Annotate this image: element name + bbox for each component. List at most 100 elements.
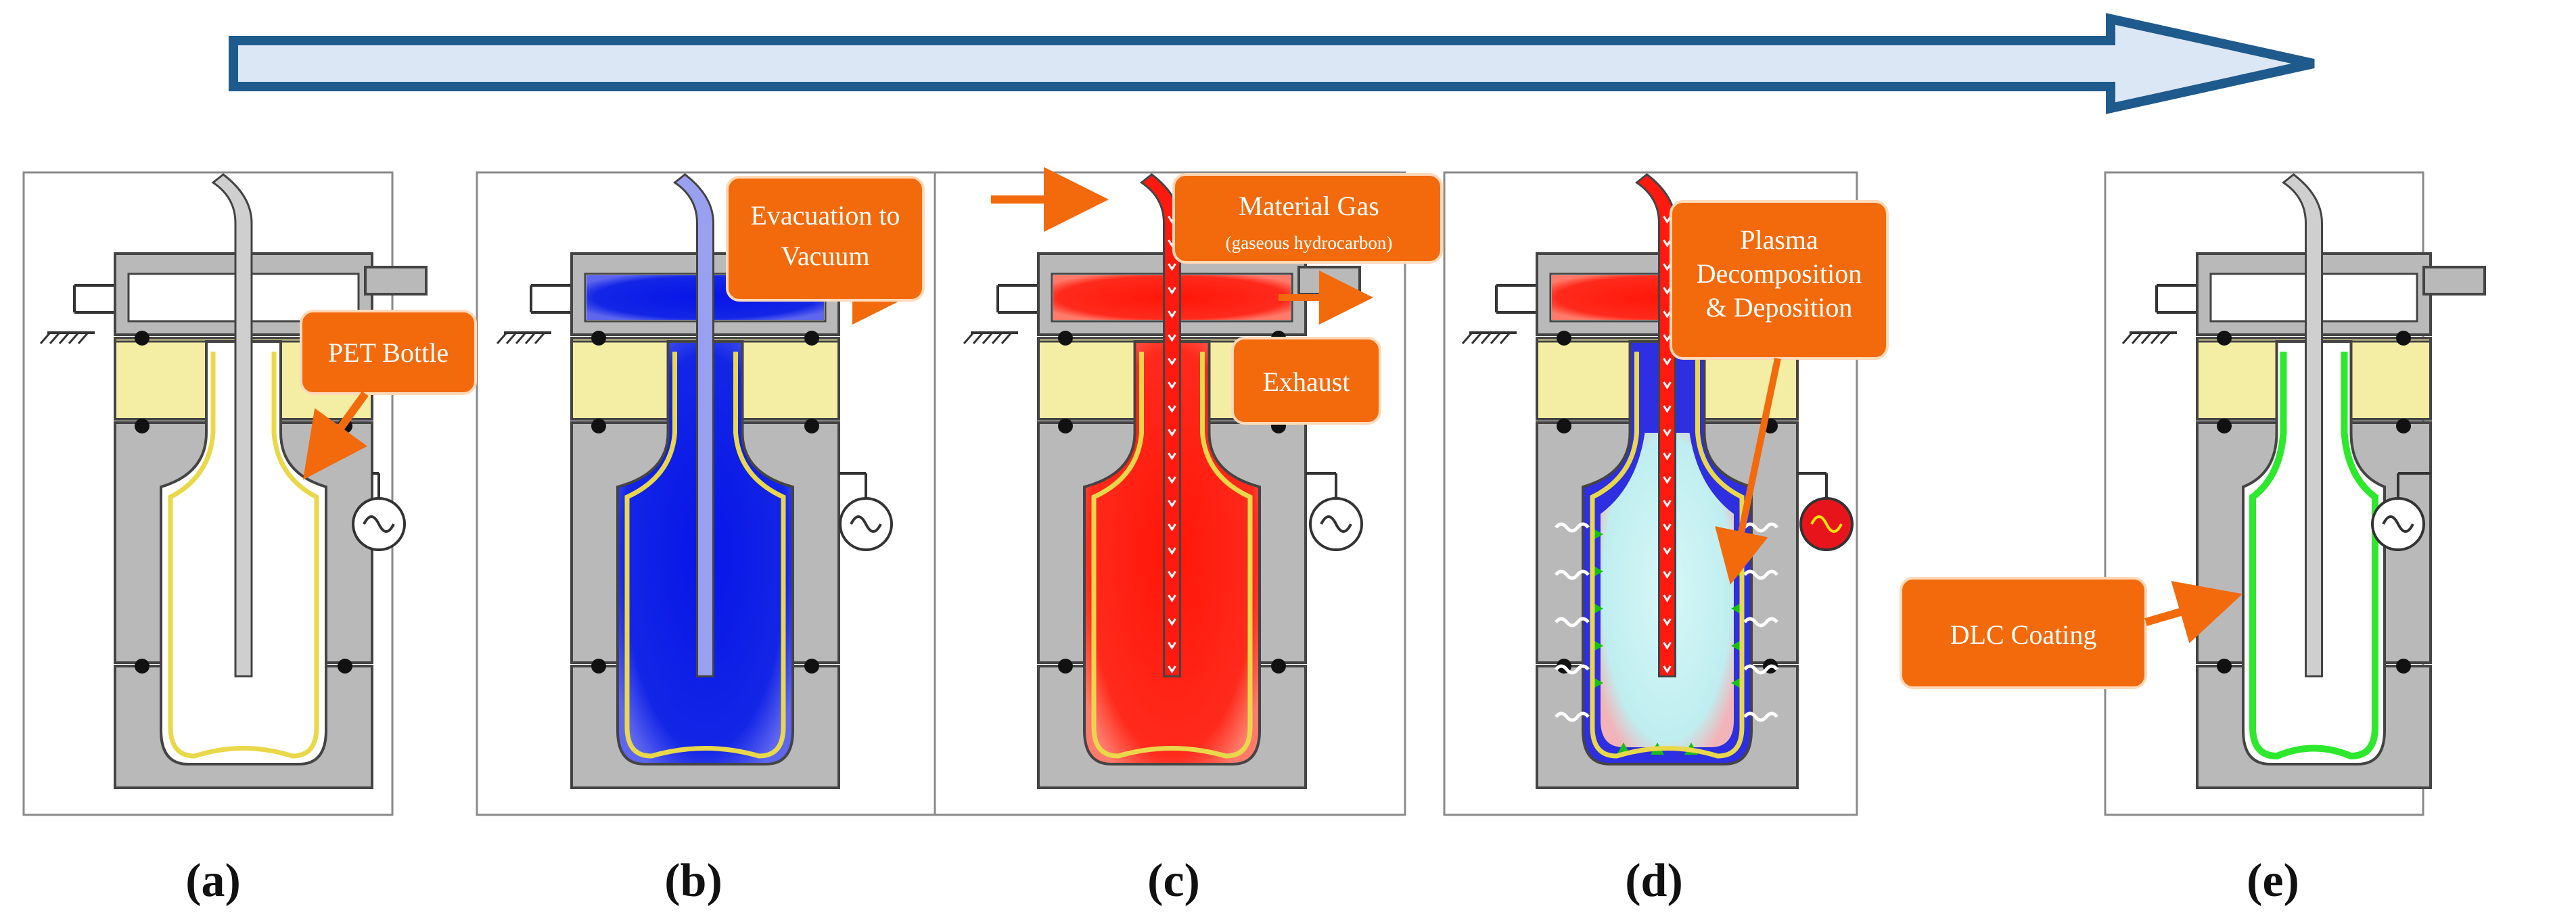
ac-wave-icon bbox=[363, 515, 395, 533]
radical-mark bbox=[1555, 711, 1590, 722]
bolt bbox=[338, 659, 352, 674]
exhaust-pipe bbox=[364, 266, 428, 296]
callout-evacuation: Evacuation to Vacuum bbox=[726, 176, 925, 302]
panel-label-b: (b) bbox=[664, 855, 722, 907]
callout-pet-bottle: PET Bottle bbox=[300, 310, 477, 480]
svg-text:Material Gas: Material Gas bbox=[1239, 191, 1379, 221]
ac-wave-icon bbox=[850, 515, 882, 533]
gas-flow-mark bbox=[1168, 594, 1176, 603]
gas-flow-mark bbox=[1168, 334, 1176, 342]
gas-flow-mark bbox=[1663, 334, 1672, 342]
gas-flow-mark bbox=[1168, 665, 1176, 674]
bolt bbox=[804, 419, 819, 433]
bolt bbox=[135, 419, 150, 433]
gas-flow-mark bbox=[1663, 216, 1672, 224]
bolt bbox=[1271, 659, 1286, 674]
gas-inlet-tube bbox=[2281, 173, 2323, 678]
svg-text:Exhaust: Exhaust bbox=[1263, 367, 1350, 397]
ac-wave-icon bbox=[1810, 515, 1843, 533]
gas-inlet-tube bbox=[672, 173, 714, 678]
callout-dlc-coating: DLC Coating bbox=[1900, 577, 2243, 689]
gas-flow-mark bbox=[1663, 665, 1672, 674]
gas-flow-mark bbox=[1168, 476, 1176, 484]
panel-c bbox=[934, 171, 1406, 816]
gas-inlet-tube bbox=[211, 173, 253, 678]
gas-flow-mark bbox=[1663, 476, 1672, 484]
gas-flow-mark bbox=[1663, 594, 1672, 603]
pet-bottle bbox=[624, 352, 786, 759]
ground-icon bbox=[1461, 331, 1517, 344]
bolt bbox=[2217, 331, 2232, 346]
ac-wave-icon bbox=[1320, 515, 1352, 533]
pet-bottle bbox=[2249, 352, 2378, 760]
panel-label-e: (e) bbox=[2247, 855, 2299, 907]
gas-flow-mark bbox=[1663, 405, 1672, 413]
bolt bbox=[1058, 659, 1073, 674]
bolt bbox=[2396, 659, 2411, 674]
ground-icon bbox=[2121, 331, 2177, 344]
svg-text:Evacuation to: Evacuation to bbox=[750, 200, 900, 231]
bolt bbox=[1058, 419, 1073, 433]
gas-flow-mark bbox=[1168, 452, 1176, 461]
gas-flow-mark bbox=[1663, 358, 1672, 366]
gas-flow-mark bbox=[1168, 287, 1176, 295]
svg-text:Decomposition: Decomposition bbox=[1697, 258, 1862, 289]
gas-flow-mark bbox=[1663, 547, 1672, 555]
panel-label-a: (a) bbox=[185, 855, 241, 907]
gas-flow-mark bbox=[1168, 618, 1176, 626]
callout-plasma: Plasma Decomposition & Deposition bbox=[1670, 200, 1889, 585]
gas-flow-mark bbox=[1663, 500, 1672, 508]
radical-mark bbox=[1555, 664, 1590, 675]
gas-flow-mark bbox=[1663, 523, 1672, 532]
pet-bottle bbox=[1091, 352, 1253, 759]
radical-mark bbox=[1743, 664, 1778, 675]
bolt bbox=[135, 331, 150, 346]
gas-flow-mark bbox=[1663, 287, 1672, 295]
pet-bottle bbox=[168, 352, 319, 759]
ground-icon bbox=[496, 331, 551, 344]
gas-flow-mark bbox=[1168, 263, 1176, 271]
gas-flow-mark bbox=[1168, 358, 1176, 366]
gas-flow-mark bbox=[1663, 571, 1672, 579]
gas-flow-mark bbox=[1168, 310, 1176, 319]
gas-flow-mark bbox=[1168, 381, 1176, 390]
exhaust-pipe bbox=[1297, 266, 1361, 296]
bolt bbox=[2217, 659, 2232, 674]
bolt bbox=[1058, 331, 1073, 346]
gas-flow-mark bbox=[1168, 500, 1176, 508]
gas-flow-mark bbox=[1663, 429, 1672, 437]
svg-text:Plasma: Plasma bbox=[1740, 225, 1818, 255]
svg-text:& Deposition: & Deposition bbox=[1706, 292, 1853, 323]
radical-mark bbox=[1743, 617, 1778, 628]
gas-flow-mark bbox=[1663, 452, 1672, 461]
panel-label-d: (d) bbox=[1625, 855, 1683, 907]
gas-flow-mark bbox=[1663, 263, 1672, 271]
pet-bottle bbox=[1590, 352, 1745, 759]
gas-flow-mark bbox=[1168, 547, 1176, 555]
bolt bbox=[1557, 331, 1571, 346]
bolt bbox=[2217, 419, 2232, 433]
gas-flow-mark bbox=[1168, 429, 1176, 437]
radical-mark bbox=[1555, 569, 1590, 580]
ac-wave-icon bbox=[2382, 515, 2414, 533]
panel-e bbox=[2104, 171, 2486, 816]
bolt bbox=[804, 659, 819, 674]
svg-text:DLC Coating: DLC Coating bbox=[1950, 619, 2097, 650]
gas-flow-mark bbox=[1168, 523, 1176, 532]
ground-icon bbox=[963, 331, 1018, 344]
radical-mark bbox=[1555, 617, 1590, 628]
gas-flow-mark bbox=[1168, 642, 1176, 650]
exhaust-pipe bbox=[2422, 266, 2486, 296]
bolt bbox=[591, 659, 606, 674]
bolt bbox=[591, 331, 606, 346]
bolt bbox=[135, 659, 150, 674]
bolt bbox=[2396, 331, 2411, 346]
gas-flow-mark bbox=[1663, 381, 1672, 390]
gas-flow-mark bbox=[1168, 571, 1176, 579]
gas-flow-mark bbox=[1168, 405, 1176, 413]
radical-mark bbox=[1555, 522, 1590, 533]
gas-flow-mark bbox=[1663, 310, 1672, 319]
panel-a bbox=[22, 171, 428, 816]
gas-flow-mark bbox=[1663, 618, 1672, 626]
